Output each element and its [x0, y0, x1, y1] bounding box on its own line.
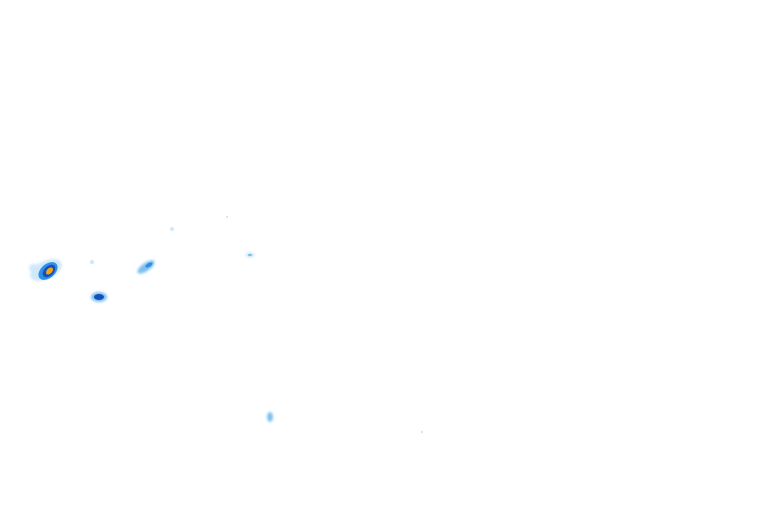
speckle-a	[89, 259, 95, 265]
speckle-d	[420, 430, 424, 434]
speckle-b	[170, 227, 174, 231]
cell-small-east-core	[248, 253, 252, 257]
cell-center-streak-core	[145, 262, 153, 268]
cell-west-main-fringe	[29, 264, 39, 272]
cell-small-east	[245, 252, 255, 258]
cell-south	[267, 412, 273, 422]
speckle-c	[225, 215, 229, 219]
cell-center-streak	[137, 260, 155, 274]
cell-south-body	[267, 412, 273, 422]
cell-west-secondary-core	[94, 294, 104, 300]
cell-west-main	[29, 259, 62, 281]
cell-west-main-core	[46, 267, 53, 275]
cell-west-secondary	[91, 292, 107, 302]
